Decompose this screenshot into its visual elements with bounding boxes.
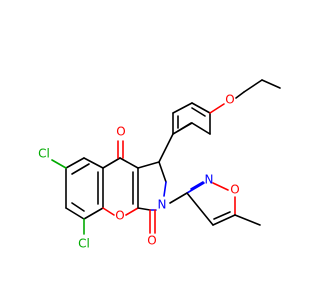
atom-o-isoxazole: O xyxy=(230,183,239,197)
methyl-group xyxy=(234,214,261,226)
bond-cl-top xyxy=(51,159,67,169)
atom-cl-top: Cl xyxy=(38,147,50,161)
propoxy-chain xyxy=(209,79,281,114)
atom-n-ring: N xyxy=(158,198,167,212)
ketone-group xyxy=(117,140,124,159)
molecule-structure: Cl Cl O O O N N O O xyxy=(38,79,281,251)
atom-o-ether: O xyxy=(225,93,234,107)
atom-cl-bottom: Cl xyxy=(78,237,90,251)
pyranone-ring xyxy=(102,157,139,216)
bond-to-phenyl xyxy=(158,133,174,163)
atom-o-ketone: O xyxy=(116,125,125,139)
atom-n-isoxazole: N xyxy=(205,173,214,187)
atom-o-lactam: O xyxy=(147,234,156,248)
bond-to-isoxazole xyxy=(169,192,188,204)
isoxazole-ring xyxy=(186,181,236,226)
atom-labels: Cl Cl O O O N N O O xyxy=(38,93,240,251)
pyrrolone-ring xyxy=(137,161,167,234)
atom-o-ring: O xyxy=(115,209,124,223)
benzene-ring-left xyxy=(65,157,104,220)
phenyl-ring-top xyxy=(172,102,211,135)
